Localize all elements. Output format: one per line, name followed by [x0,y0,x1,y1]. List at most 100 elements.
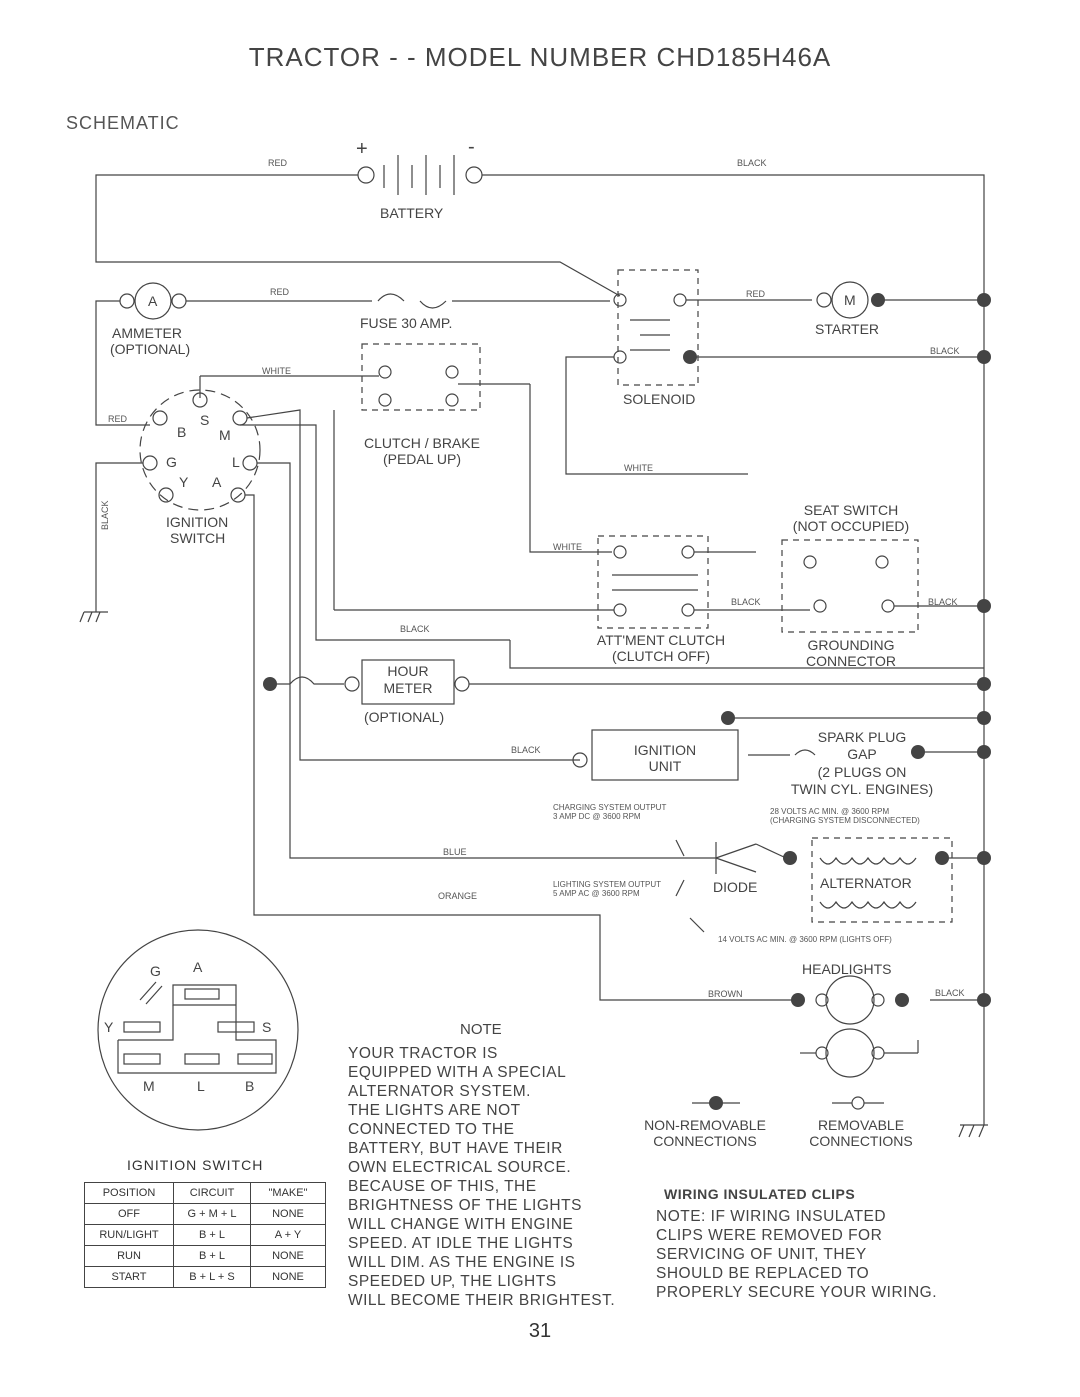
terminal-y: Y [179,474,189,490]
clips-line: CLIPS WERE REMOVED FOR [656,1227,883,1244]
non-removable-label: NON-REMOVABLE [644,1117,766,1133]
table-cell: B + L [173,1224,251,1246]
ammeter-optional-label: (OPTIONAL) [110,341,191,357]
wire-label-blue: BLUE [443,847,467,857]
battery-label: BATTERY [380,205,444,221]
solenoid-box [617,269,699,386]
plug-letter-a: A [193,959,203,975]
note-line: SPEED. AT IDLE THE LIGHTS [348,1235,574,1252]
wire-label-orange: ORANGE [438,891,478,901]
non-removable-sublabel: CONNECTIONS [653,1133,757,1149]
column-header: POSITION [84,1182,174,1204]
wire-label-black: BLACK [930,346,960,356]
note-line: SPEEDED UP, THE LIGHTS [348,1273,557,1290]
column-header: "MAKE" [250,1182,326,1204]
spark-plug-gap-label: GAP [847,746,877,762]
plug-letter-s: S [262,1019,272,1035]
wire-label-red: RED [746,289,766,299]
clips-line: SHOULD BE REPLACED TO [656,1265,870,1282]
plug-letter-m: M [143,1078,155,1094]
starter-symbol-letter: M [844,292,856,308]
non-removable-connection-dot [871,293,885,307]
wire-label-black: BLACK [737,158,767,168]
starter-label: STARTER [815,321,880,337]
note-line: WILL DIM. AS THE ENGINE IS [348,1254,576,1271]
note-line: WILL CHANGE WITH ENGINE [348,1216,574,1233]
ignition-unit-sublabel: UNIT [648,758,682,774]
plug-letter-l: L [197,1078,205,1094]
clutch-brake-sublabel: (PEDAL UP) [382,451,462,467]
table-cell: RUN [84,1245,174,1267]
removable-sublabel: CONNECTIONS [809,1133,913,1149]
table-cell: RUN/LIGHT [84,1224,174,1246]
non-removable-connection-dot [683,350,697,364]
ground-symbol-right [958,1124,988,1138]
fuse-symbol [377,293,447,309]
lighting-output-label: LIGHTING SYSTEM OUTPUT [553,880,662,889]
wire-label-black: BLACK [511,745,541,755]
ignition-table-title: IGNITION SWITCH [127,1157,264,1173]
clips-body: NOTE: IF WIRING INSULATED CLIPS WERE REM… [656,1207,976,1302]
note-line: WILL BECOME THEIR BRIGHTEST. [348,1292,616,1309]
clips-line: SERVICING OF UNIT, THEY [656,1246,867,1263]
terminal-a: A [212,474,222,490]
note-title: NOTE [460,1021,502,1038]
ignition-switch-label: IGNITION [166,514,229,530]
table-cell: NONE [250,1203,326,1225]
wire-label-black: BLACK [935,988,965,998]
clutch-brake-label: CLUTCH / BRAKE [364,435,480,451]
note-line: CONNECTED TO THE [348,1121,515,1138]
schematic-heading: SCHEMATIC [66,113,180,133]
clips-line: NOTE: IF WIRING INSULATED [656,1208,887,1225]
wire-label-black: BLACK [928,597,958,607]
plug-letter-b: B [245,1078,255,1094]
wire-label-black: BLACK [100,500,110,530]
note-line: BATTERY, BUT HAVE THEIR [348,1140,563,1157]
alternator-box [811,837,953,923]
table-cell: OFF [84,1203,174,1225]
attachment-clutch-box [597,535,709,629]
page-number: 31 [528,1320,552,1342]
table-cell: B + L [173,1245,251,1267]
ignition-plug-circle [97,929,299,1131]
wire-label-white: WHITE [553,542,582,552]
grounding-connector-label: GROUNDING [807,637,895,653]
headlights-label: HEADLIGHTS [802,961,892,977]
headlight-2 [825,1028,875,1078]
table-row: OFF G + M + L NONE [84,1203,326,1225]
table-header-row: POSITION CIRCUIT "MAKE" [84,1182,326,1204]
volts-14-label: 14 VOLTS AC MIN. @ 3600 RPM (LIGHTS OFF) [718,935,892,944]
attachment-clutch-label: ATT'MENT CLUTCH [596,632,726,648]
removable-label: REMOVABLE [817,1117,905,1133]
ammeter-label: AMMETER [112,325,182,341]
spark-plug-label: SPARK PLUG [817,729,907,745]
ignition-switch-table: POSITION CIRCUIT "MAKE" OFF G + M + L NO… [84,1182,326,1288]
seat-switch-sublabel: (NOT OCCUPIED) [792,518,910,534]
alternator-label: ALTERNATOR [820,875,912,891]
note-line: ALTERNATOR SYSTEM. [348,1083,531,1100]
note-line: EQUIPPED WITH A SPECIAL [348,1064,567,1081]
ignition-unit-box [591,729,739,781]
terminal-m: M [219,427,231,443]
charging-output-label: CHARGING SYSTEM OUTPUT [553,803,667,812]
wire-label-red: RED [268,158,288,168]
ammeter-symbol [134,282,172,320]
battery-positive-terminal [357,166,375,184]
hour-meter-box [361,659,455,705]
volts-28-label: 28 VOLTS AC MIN. @ 3600 RPM [770,807,890,816]
diode-label: DIODE [713,879,758,895]
note-line: BRIGHTNESS OF THE LIGHTS [348,1197,582,1214]
spark-plug-note-1: (2 PLUGS ON [817,764,907,780]
column-header: CIRCUIT [173,1182,251,1204]
plug-letter-y: Y [104,1019,114,1035]
note-line: THE LIGHTS ARE NOT [348,1102,521,1119]
charging-output-value: 3 AMP DC @ 3600 RPM [553,812,641,821]
note-line: OWN ELECTRICAL SOURCE. [348,1159,572,1176]
table-row: START B + L + S NONE [84,1266,326,1288]
hour-meter-sublabel: METER [383,680,433,696]
wire-label-red: RED [270,287,290,297]
seat-switch-box [781,539,919,633]
wire-label-white: WHITE [262,366,291,376]
fuse-label: FUSE 30 AMP. [360,315,453,331]
starter-symbol [831,281,869,319]
